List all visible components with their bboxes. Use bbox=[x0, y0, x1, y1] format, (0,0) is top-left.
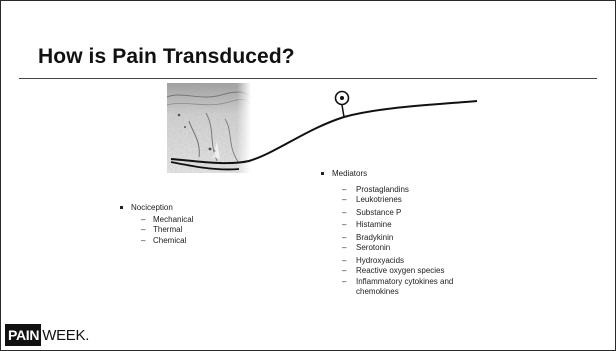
nociception-item: Chemical bbox=[153, 236, 186, 245]
slide-title: How is Pain Transduced? bbox=[38, 45, 295, 69]
bullet-icon bbox=[120, 206, 123, 209]
list-item: –Prostaglandins bbox=[332, 185, 453, 196]
list-item: Nociception bbox=[131, 203, 193, 214]
mediator-item: Hydroxyacids bbox=[356, 256, 404, 265]
mediator-item: Histamine bbox=[356, 220, 392, 229]
list-item: –Inflammatory cytokines and bbox=[332, 277, 453, 288]
mediator-item: Prostaglandins bbox=[356, 185, 409, 194]
list-item: –Mechanical bbox=[131, 215, 193, 226]
nociception-item: Thermal bbox=[153, 225, 182, 234]
list-item: –Leukotrienes bbox=[332, 195, 453, 206]
list-item: –Thermal bbox=[131, 225, 193, 236]
mediator-item: Substance P bbox=[356, 208, 401, 217]
mediator-item: Serotonin bbox=[356, 243, 390, 252]
list-item: –Serotonin bbox=[332, 243, 453, 254]
painweek-logo: PAIN WEEK. bbox=[5, 324, 92, 346]
nerve-transduction-illustration bbox=[1, 79, 616, 189]
mediators-list: Mediators –Prostaglandins –Leukotrienes … bbox=[332, 169, 453, 298]
mediator-item: Leukotrienes bbox=[356, 195, 402, 204]
mediator-item-continuation: chemokines bbox=[356, 287, 399, 296]
list-item: chemokines bbox=[332, 287, 453, 298]
mediator-item: Bradykinin bbox=[356, 233, 393, 242]
list-item: –Histamine bbox=[332, 220, 453, 231]
list-item: –Substance P bbox=[332, 208, 453, 219]
mediator-item: Inflammatory cytokines and bbox=[356, 277, 453, 286]
logo-pain: PAIN bbox=[5, 324, 41, 346]
nerve-branch bbox=[342, 105, 344, 117]
nociception-list: Nociception –Mechanical –Thermal –Chemic… bbox=[131, 203, 193, 246]
mediator-item: Reactive oxygen species bbox=[356, 266, 445, 275]
nociception-item: Mechanical bbox=[153, 215, 193, 224]
list-item: –Reactive oxygen species bbox=[332, 266, 453, 277]
list-item: –Hydroxyacids bbox=[332, 256, 453, 267]
logo-week: WEEK. bbox=[41, 324, 92, 346]
list-item: Mediators bbox=[332, 169, 453, 180]
list-item: –Bradykinin bbox=[332, 233, 453, 244]
mediators-label: Mediators bbox=[332, 169, 367, 178]
nerve-ending-icon bbox=[336, 92, 349, 105]
nociception-label: Nociception bbox=[131, 203, 173, 212]
bullet-icon bbox=[321, 172, 324, 175]
list-item: –Chemical bbox=[131, 236, 193, 247]
